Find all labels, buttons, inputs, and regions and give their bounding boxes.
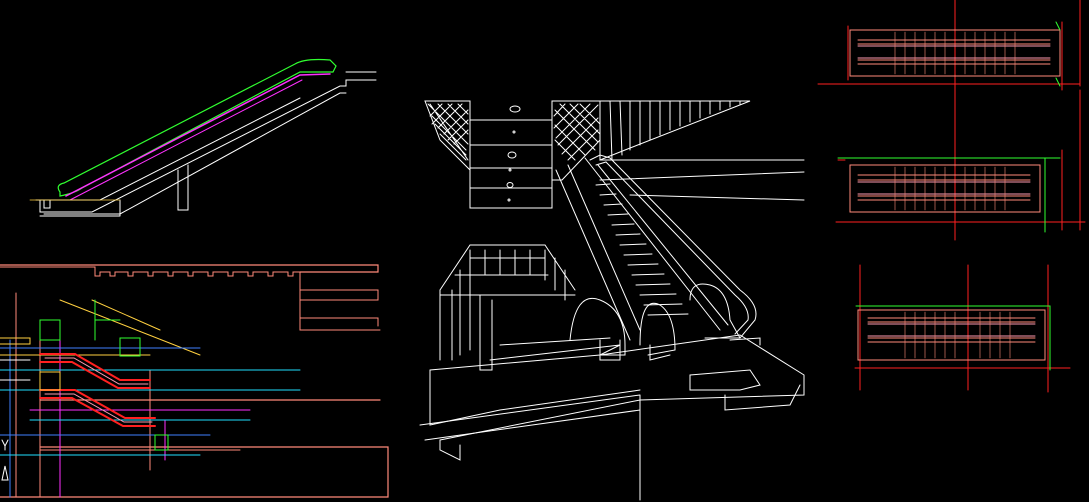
escalator-side-elevation (29, 58, 377, 217)
plan-middle (835, 89, 1086, 241)
building-section (0, 264, 389, 498)
perspective-view (419, 100, 805, 501)
ucs-axis-icon (1, 439, 9, 481)
plan-bottom (854, 264, 1071, 393)
plan-top (817, 0, 1081, 111)
